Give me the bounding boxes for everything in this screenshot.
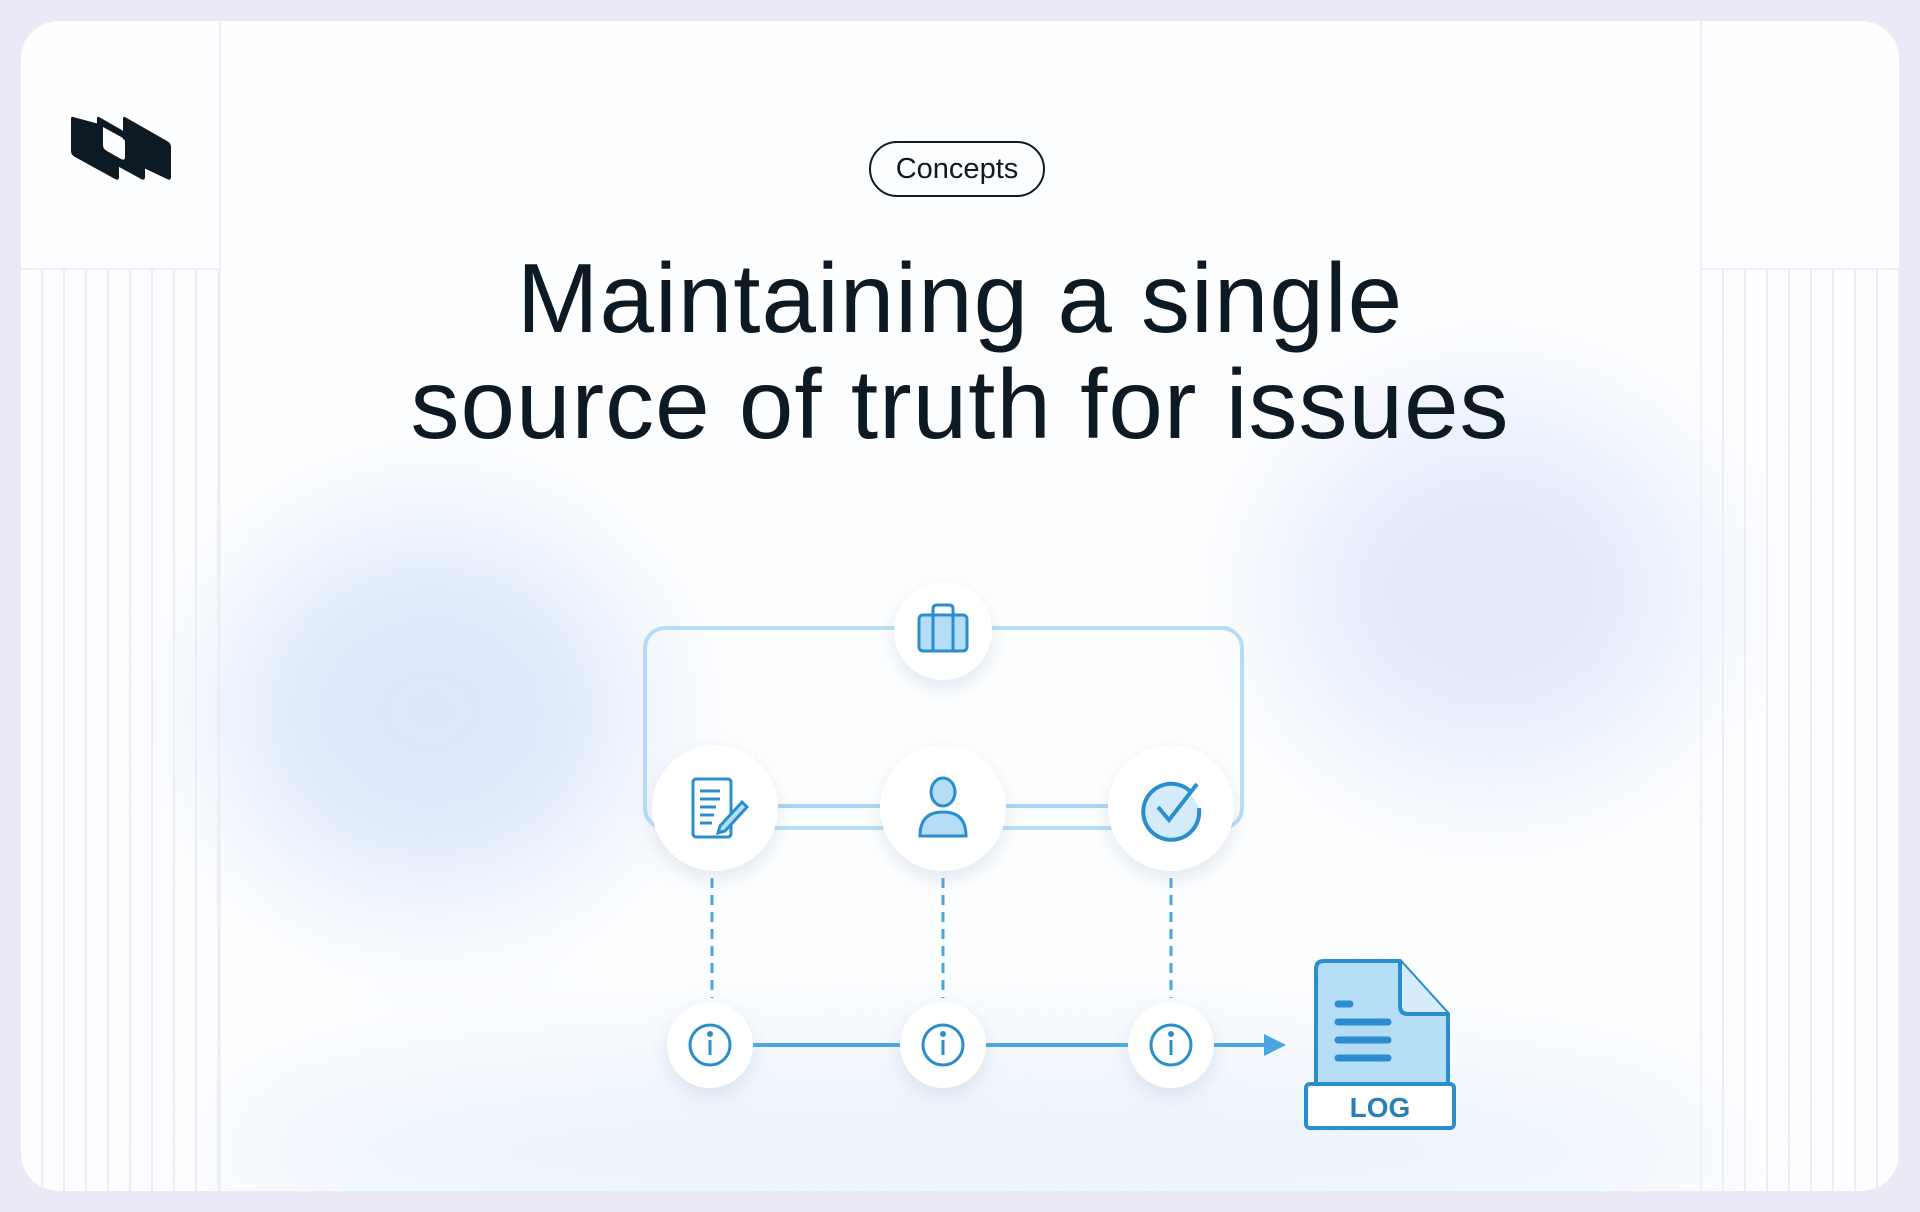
arrow-head-icon — [1264, 1034, 1286, 1056]
background-glow — [221, 521, 641, 901]
user-icon — [918, 776, 968, 838]
info-icon — [921, 1023, 965, 1067]
log-file-icon — [1304, 959, 1456, 1130]
node-info[interactable] — [900, 1002, 986, 1088]
page-title: Maintaining a single source of truth for… — [21, 245, 1899, 457]
category-badge[interactable]: Concepts — [869, 141, 1045, 197]
dashed-connectors — [710, 878, 1173, 998]
document-edit-icon — [691, 777, 750, 839]
node-check[interactable] — [1108, 745, 1234, 871]
right-panel — [1700, 21, 1899, 1191]
briefcase-icon — [917, 603, 969, 653]
left-panel — [21, 21, 221, 1191]
stripe-pattern — [21, 268, 219, 1191]
info-icon — [1149, 1023, 1193, 1067]
node-info[interactable] — [667, 1002, 753, 1088]
node-document[interactable] — [652, 745, 778, 871]
hero-card: Concepts Maintaining a single source of … — [21, 21, 1899, 1191]
node-user[interactable] — [880, 745, 1006, 871]
title-line: Maintaining a single — [516, 243, 1404, 353]
stripe-pattern — [1702, 268, 1899, 1191]
info-icon — [688, 1023, 732, 1067]
workflow-diagram: LOG — [643, 582, 1456, 1130]
title-line: source of truth for issues — [410, 349, 1510, 459]
background-glow — [1281, 401, 1701, 781]
brand-logo[interactable] — [69, 113, 173, 183]
check-circle-icon — [1141, 781, 1202, 842]
log-file[interactable]: LOG — [1304, 959, 1456, 1130]
node-info[interactable] — [1128, 1002, 1214, 1088]
log-label: LOG — [1350, 1092, 1411, 1123]
node-briefcase[interactable] — [894, 582, 992, 680]
